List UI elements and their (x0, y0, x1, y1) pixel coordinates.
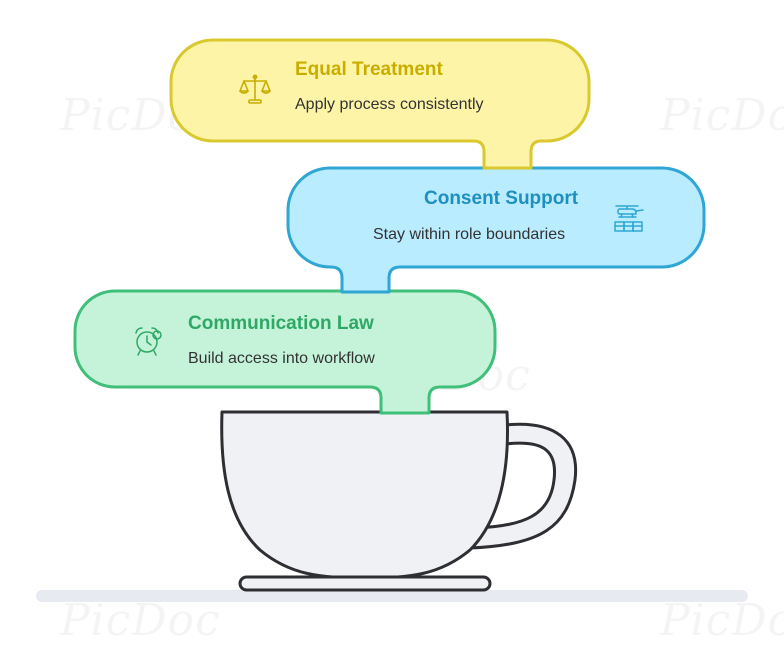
bubble-equal-treatment (169, 38, 591, 170)
scales-icon (239, 74, 271, 104)
cup-saucer (238, 575, 492, 592)
step-description: Apply process consistently (295, 96, 484, 113)
step-description: Build access into workflow (188, 350, 375, 367)
step-title: Communication Law (188, 313, 374, 334)
bubble-communication-law (73, 289, 497, 415)
coffee-cup (220, 410, 578, 592)
helicopter-supplies-icon (614, 205, 644, 232)
step-description: Stay within role boundaries (373, 226, 566, 243)
alarm-clock-icon (135, 327, 162, 356)
cup-body (220, 410, 509, 580)
shelf-line (36, 590, 748, 602)
bubble-consent-support (286, 166, 706, 294)
step-title: Equal Treatment (295, 59, 443, 80)
step-title: Consent Support (424, 188, 579, 209)
